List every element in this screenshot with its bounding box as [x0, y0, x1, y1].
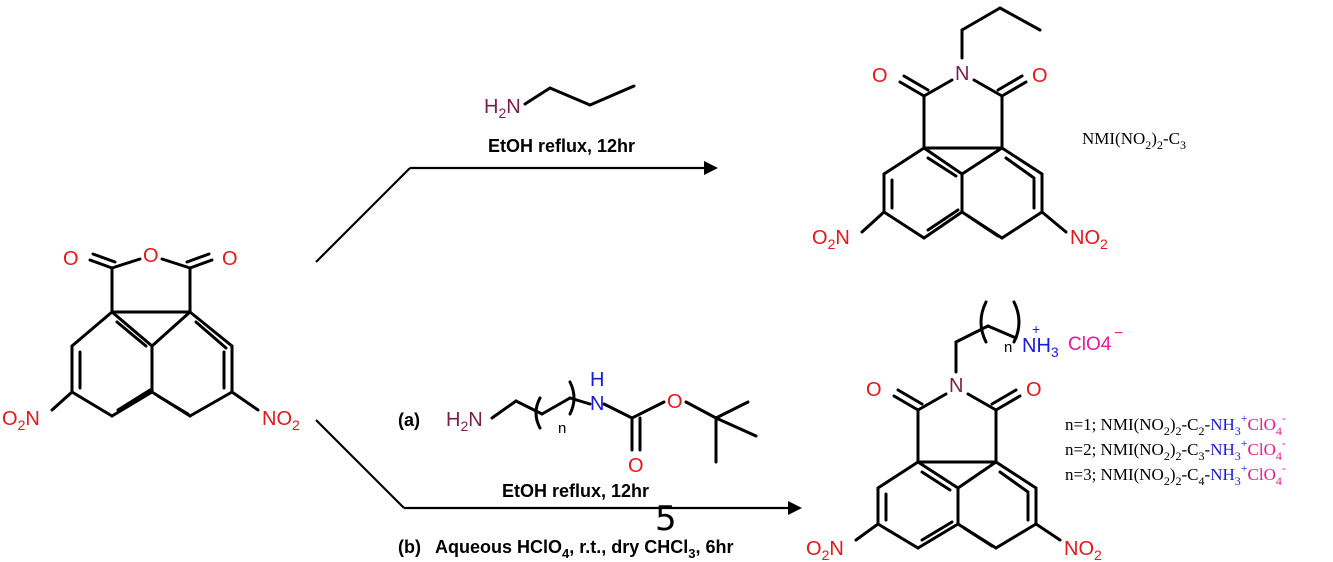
atom-oxygen: O — [1026, 379, 1042, 401]
atom-oxygen: O — [866, 379, 882, 401]
step-a-condition: EtOH reflux, 12hr — [502, 481, 649, 501]
top-condition: EtOH reflux, 12hr — [488, 136, 635, 156]
nitro-group-right: NO2 — [1064, 538, 1102, 562]
product-c3: O N O O2N NO2 — [812, 6, 1108, 252]
charge-minus: − — [1114, 325, 1123, 342]
amine-label: H2N — [446, 409, 483, 434]
product-ammonium: n + NH3 ClO4 − O N O O2N NO2 — [806, 300, 1123, 562]
atom-oxygen: O — [63, 248, 79, 270]
propylamine-reagent: H2N — [484, 84, 636, 121]
product-c3-label: NMI(NO2)2-C3 — [1082, 129, 1186, 152]
top-reaction-arrow — [315, 161, 718, 263]
nitro-group-left: O2N — [2, 408, 40, 433]
series-label-n3: n=3; NMI(NO2)2-C4-NH3+ClO4- — [1065, 461, 1286, 488]
atom-oxygen: O — [872, 65, 888, 87]
boc-diamine-reagent: H2N n H N O O — [446, 369, 758, 477]
atom-oxygen: O — [628, 455, 644, 477]
ammonium-group: NH3 — [1022, 335, 1059, 360]
repeat-n: n — [558, 420, 566, 437]
step-b-condition: (b)Aqueous HClO4, r.t., dry CHCl3, 6hr — [398, 537, 734, 561]
series-labels: n=1; NMI(NO2)2-C2-NH3+ClO4- n=2; NMI(NO2… — [1065, 411, 1286, 488]
nitro-group-right: NO2 — [1070, 227, 1108, 252]
repeat-n: n — [1004, 339, 1012, 356]
amine-label: H2N — [484, 96, 521, 121]
nitro-group-left: O2N — [806, 538, 844, 562]
perchlorate-anion: ClO4 — [1068, 334, 1112, 355]
bottom-reaction-arrow — [315, 419, 802, 515]
atom-nitrogen: N — [955, 63, 969, 85]
atom-hydrogen: H — [590, 369, 604, 391]
nitro-group-right: NO2 — [262, 408, 300, 433]
series-label-n2: n=2; NMI(NO2)2-C3-NH3+ClO4- — [1065, 436, 1286, 463]
atom-oxygen: O — [143, 245, 159, 267]
atom-oxygen: O — [1032, 65, 1048, 87]
atom-nitrogen: N — [949, 375, 963, 397]
charge-plus: + — [1032, 321, 1040, 337]
nitro-group-left: O2N — [812, 227, 850, 252]
series-label-n1: n=1; NMI(NO2)2-C2-NH3+ClO4- — [1065, 411, 1286, 438]
atom-oxygen: O — [222, 248, 238, 270]
starting-anhydride: O O O O2N NO2 — [2, 245, 300, 433]
atom-oxygen: O — [667, 391, 683, 413]
overlay-digit: 5 — [655, 499, 677, 539]
atom-nitrogen: N — [590, 393, 604, 415]
step-a-label: (a) — [398, 410, 420, 430]
